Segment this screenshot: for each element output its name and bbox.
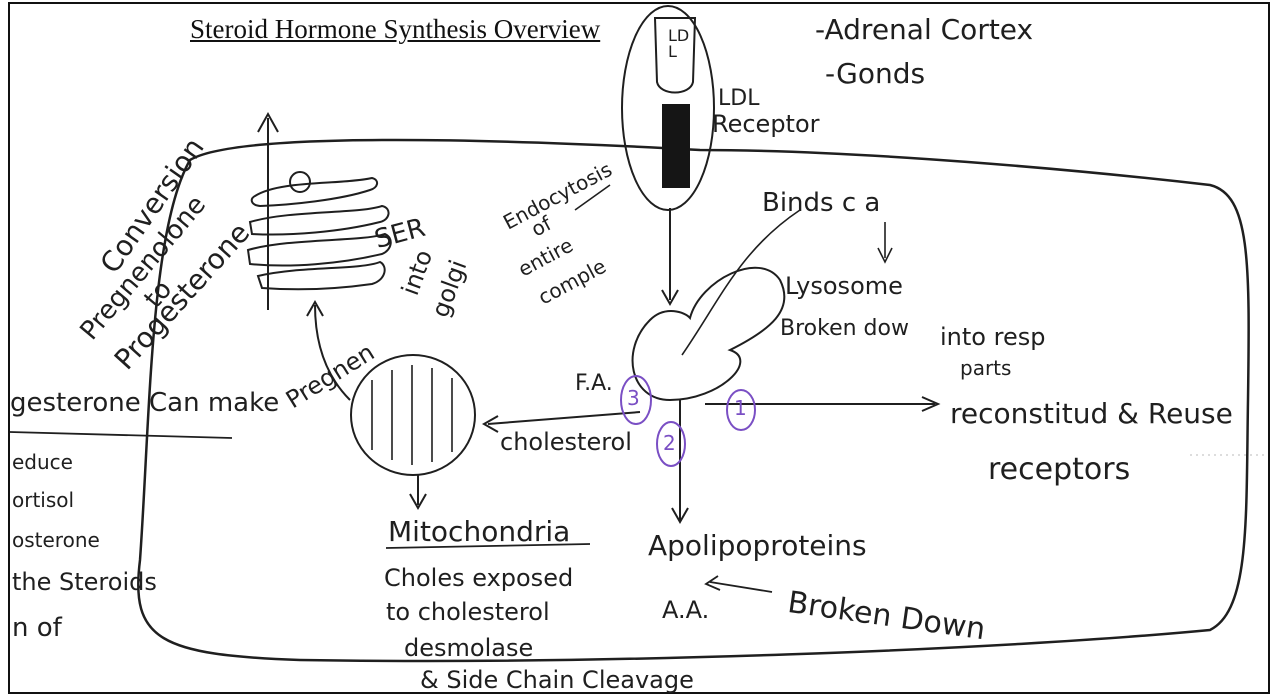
left-note-can-make: gesterone Can make	[10, 390, 279, 416]
mitochondria-shape	[351, 355, 475, 475]
binds-label: Binds c a	[762, 190, 880, 216]
ldl-receptor-label-1: LDL	[718, 88, 759, 110]
ldl-receptor	[662, 104, 690, 188]
ldl-receptor-label-2: Receptor	[712, 112, 820, 136]
left-note-of: n of	[12, 615, 62, 641]
to-cholesterol-label: to cholesterol	[386, 600, 550, 624]
left-note-osterone: osterone	[12, 530, 100, 550]
reconstituted-label: reconstitud & Reuse	[950, 400, 1233, 428]
marker-2: 2	[663, 433, 676, 453]
golgi-shape	[248, 178, 391, 289]
lysosome-label: Lysosome	[785, 274, 903, 298]
left-note-steroids: the Steroids	[12, 570, 157, 594]
left-note-ortisol: ortisol	[12, 490, 74, 510]
parts-label: parts	[960, 358, 1011, 378]
fa-label: F.A.	[575, 373, 613, 395]
left-note-educe: educe	[12, 452, 73, 472]
receptors-label: receptors	[988, 455, 1130, 485]
side-chain-label: & Side Chain Cleavage	[420, 668, 694, 692]
ldl-label: LDL	[668, 28, 690, 60]
into-resp-label: into resp	[940, 325, 1045, 349]
desmolase-label: desmolase	[404, 636, 533, 660]
lysosome-shape	[633, 268, 785, 400]
choles-exposed-label: Choles exposed	[384, 566, 573, 590]
apolipoproteins-label: Apolipoproteins	[648, 532, 867, 560]
broken-down-label: Broken dow	[780, 318, 909, 340]
marker-1: 1	[734, 398, 747, 418]
aa-label: A.A.	[662, 598, 709, 622]
marker-3: 3	[627, 388, 640, 408]
note-gonads: -Gonds	[825, 60, 925, 88]
cholesterol-label: cholesterol	[500, 430, 632, 454]
note-adrenal-cortex: -Adrenal Cortex	[815, 16, 1033, 44]
mitochondria-label: Mitochondria	[388, 518, 570, 546]
